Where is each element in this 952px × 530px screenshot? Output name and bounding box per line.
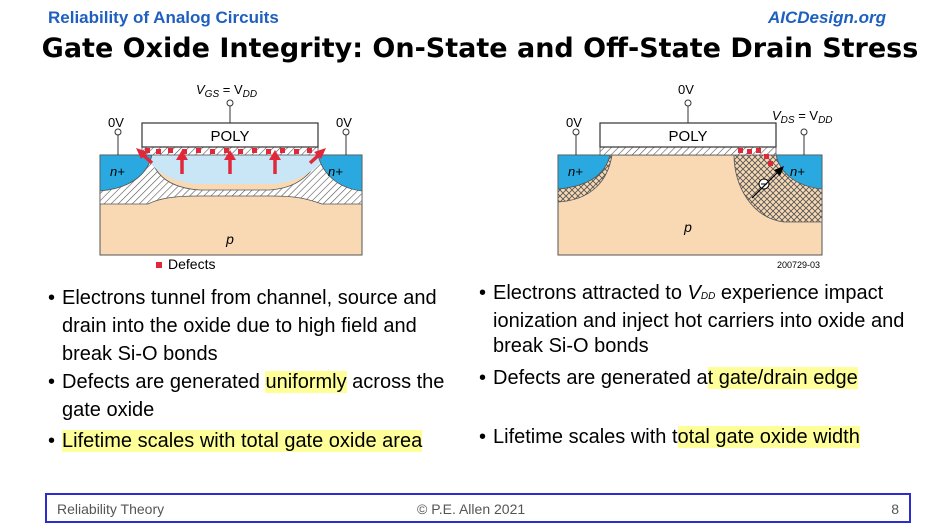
source-terminal xyxy=(572,128,580,136)
defects-legend-label: Defects xyxy=(168,256,215,272)
on-state-stress-diagram: POLY VGS = VDD 0V 0V n+ n+ p Defects xyxy=(99,82,363,272)
slide-footer: Reliability Theory © P.E. Allen 2021 8 xyxy=(45,493,911,523)
defects-legend-marker xyxy=(156,262,162,268)
footer-course: Reliability Theory xyxy=(57,501,165,517)
poly-gate xyxy=(599,122,777,148)
left-bullet-1: •Electrons tunnel from channel, source a… xyxy=(48,287,437,365)
slide-title: Gate Oxide Integrity: On-State and Off-S… xyxy=(41,33,919,64)
poly-label: POLY xyxy=(211,128,250,145)
n-plus-right-label: n+ xyxy=(790,164,805,179)
substrate-label: p xyxy=(683,219,692,235)
header-course-title: Reliability of Analog Circuits xyxy=(48,8,279,27)
left-bullet-2: •Defects are generated uniformly across … xyxy=(48,371,445,421)
figure-id: 200729-03 xyxy=(777,260,820,270)
n-plus-left-label: n+ xyxy=(568,164,583,179)
off-state-stress-diagram: POLY 0V 0V VDS = VDD n+ n+ p 200729-03 xyxy=(557,82,833,270)
n-plus-source xyxy=(99,154,153,192)
defect-markers xyxy=(738,148,773,166)
source-voltage: 0V xyxy=(566,115,582,130)
defect-markers xyxy=(145,148,312,154)
impact-arrow-head xyxy=(774,166,784,176)
right-bullet-3: •Lifetime scales with total gate oxide w… xyxy=(479,426,860,448)
footer-copyright: © P.E. Allen 2021 xyxy=(417,501,526,517)
poly-gate xyxy=(141,122,319,148)
substrate-label: p xyxy=(225,231,234,247)
tunneling-arrows xyxy=(136,148,326,174)
right-bullet-1: •Electrons attracted to VDD experience i… xyxy=(479,282,905,357)
header-website: AICDesign.org xyxy=(767,8,886,27)
source-voltage: 0V xyxy=(108,115,124,130)
left-bullet-3: •Lifetime scales with total gate oxide a… xyxy=(48,430,423,452)
gate-voltage: 0V xyxy=(678,82,694,97)
gate-terminal xyxy=(226,99,234,107)
n-plus-left-label: n+ xyxy=(110,164,125,179)
right-bullet-2: •Defects are generated at gate/drain edg… xyxy=(479,367,858,389)
drain-terminal xyxy=(342,128,350,136)
poly-label: POLY xyxy=(669,128,708,145)
drain-terminal xyxy=(800,128,808,136)
footer-page-number: 8 xyxy=(891,501,899,517)
gate-terminal xyxy=(684,99,692,107)
n-plus-right-label: n+ xyxy=(328,164,343,179)
source-terminal xyxy=(114,128,122,136)
channel-region xyxy=(145,155,325,184)
vgs-label: VGS = VDD xyxy=(196,82,257,100)
n-plus-source xyxy=(557,154,611,190)
drain-voltage: 0V xyxy=(336,115,352,130)
n-plus-drain xyxy=(775,154,823,190)
vds-label: VDS = VDD xyxy=(772,108,833,126)
